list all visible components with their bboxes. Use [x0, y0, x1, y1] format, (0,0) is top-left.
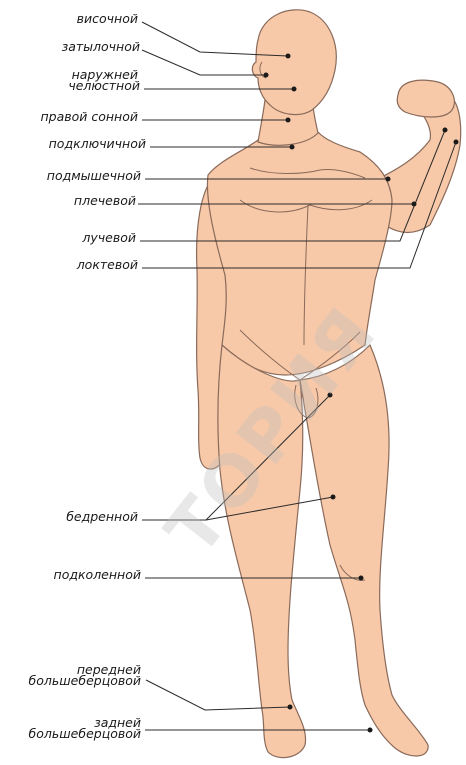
- pulse-point-loktevoy: [454, 140, 459, 145]
- label-zad-line2: большеберцовой: [29, 728, 141, 739]
- label-zatylochnoy: затылочной: [62, 41, 140, 52]
- label-bedrennoy: бедренной: [66, 511, 138, 522]
- pulse-point-podmyshechnoy: [386, 177, 391, 182]
- pulse-point-sonnoy: [286, 118, 291, 123]
- label-sonnoy: правой сонной: [40, 111, 138, 122]
- label-plechevoy: плечевой: [74, 195, 136, 206]
- head: [252, 10, 336, 115]
- pulse-point-pered: [288, 705, 293, 710]
- label-pered-line2: большеберцовой: [29, 675, 141, 686]
- raised-fist: [397, 80, 454, 117]
- pulse-point-naruzhnoy: [292, 87, 297, 92]
- pulse-point-podklyuchichnoy: [290, 145, 295, 150]
- label-loktevoy: локтевой: [77, 259, 138, 270]
- label-luchevoy: лучевой: [82, 232, 136, 243]
- label-podkolennoy: подколенной: [54, 569, 141, 580]
- pulse-point-zatylochnoy: [264, 73, 269, 78]
- pulse-point-bedrennoy-2: [331, 495, 336, 500]
- label-podmyshechnoy: подмышечной: [47, 170, 141, 181]
- label-podklyuchichnoy: подключичной: [49, 138, 146, 149]
- pulse-point-plechevoy: [412, 202, 417, 207]
- pulse-point-luchevoy: [443, 128, 448, 133]
- label-naruzhnoy-line2: челюстной: [68, 80, 140, 91]
- pulse-point-visochnoy: [286, 54, 291, 59]
- pulse-point-podkolennoy: [359, 576, 364, 581]
- pulse-point-zad: [368, 728, 373, 733]
- label-visochnoy: височной: [77, 13, 138, 24]
